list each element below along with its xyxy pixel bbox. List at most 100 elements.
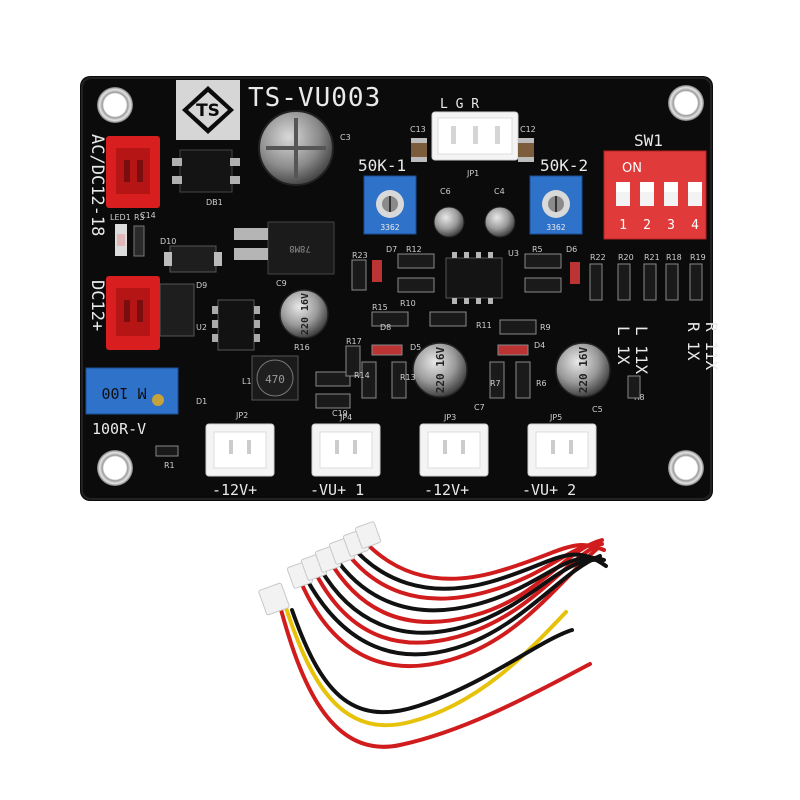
svg-text:JP1: JP1 xyxy=(466,169,479,178)
jp3-label: -12V+ xyxy=(424,481,469,499)
connector-jp5 xyxy=(527,423,597,477)
inductor-l1: 470 L1 xyxy=(242,355,299,401)
jp1-pin-labels: L G R xyxy=(440,97,479,112)
power-connector-top xyxy=(106,136,160,208)
svg-text:C9: C9 xyxy=(276,279,287,288)
mounting-hole xyxy=(668,85,704,121)
power-connector-bottom xyxy=(106,276,160,350)
pot-left-label: 50K-1 xyxy=(358,156,406,175)
svg-text:D1: D1 xyxy=(196,397,207,406)
dip-number-3: 3 xyxy=(667,218,675,233)
board-model: TS-VU003 xyxy=(248,83,381,113)
svg-text:R7: R7 xyxy=(490,379,501,388)
potentiometer-50k-2[interactable]: 3362 xyxy=(529,175,583,235)
switch-label: SW1 xyxy=(634,131,663,150)
ts-logo: TS xyxy=(176,80,240,140)
svg-text:R12: R12 xyxy=(406,245,422,254)
connector-jp4 xyxy=(311,423,381,477)
svg-text:D4: D4 xyxy=(534,341,545,350)
smd-caps-top: C13 C12 xyxy=(410,125,536,162)
svg-text:R19: R19 xyxy=(690,253,706,262)
harness-connectors xyxy=(258,521,382,616)
resistors-center xyxy=(315,253,562,409)
svg-text:JP2: JP2 xyxy=(235,411,248,420)
svg-text:LED1: LED1 xyxy=(110,213,131,222)
svg-text:C7: C7 xyxy=(474,403,485,412)
svg-text:C3: C3 xyxy=(340,133,351,142)
power-input-label: AC/DC12-18 xyxy=(87,134,107,236)
svg-text:C19: C19 xyxy=(332,409,348,418)
svg-text:R18: R18 xyxy=(666,253,682,262)
bridge-rectifier-db1: DB1 xyxy=(172,149,240,207)
svg-text:C4: C4 xyxy=(494,187,505,196)
svg-text:D8: D8 xyxy=(380,323,391,332)
svg-text:L1: L1 xyxy=(242,377,252,386)
pot-marking: 3362 xyxy=(546,223,565,232)
svg-text:C12: C12 xyxy=(520,125,536,134)
svg-text:R9: R9 xyxy=(540,323,551,332)
svg-text:D9: D9 xyxy=(196,281,207,290)
electrolytic-capacitor-c3: C3 xyxy=(258,110,351,186)
svg-text:DB1: DB1 xyxy=(206,198,223,207)
svg-text:D7: D7 xyxy=(386,245,397,254)
capacitor-c5: 220 16V C5 xyxy=(555,342,611,414)
trimmer-label: 100R-V xyxy=(92,420,146,438)
svg-text:D6: D6 xyxy=(566,245,577,254)
svg-text:R1: R1 xyxy=(164,461,175,470)
svg-text:C14: C14 xyxy=(140,211,156,220)
dip-number-4: 4 xyxy=(691,218,699,233)
svg-text:R3: R3 xyxy=(134,213,145,222)
capacitor-c9: 220 16V C9 R16 xyxy=(276,279,329,352)
svg-text:R17: R17 xyxy=(346,337,362,346)
pot-marking: 3362 xyxy=(380,223,399,232)
zener-diodes xyxy=(371,260,580,356)
svg-text:R11: R11 xyxy=(476,321,492,330)
svg-text:JP5: JP5 xyxy=(549,413,562,422)
svg-text:R13: R13 xyxy=(400,373,416,382)
dip-switch-sw1[interactable]: ON 1 2 3 4 xyxy=(603,150,707,240)
logo-text: TS xyxy=(196,101,220,121)
svg-text:R21: R21 xyxy=(644,253,660,262)
jp2-label: -12V+ xyxy=(212,481,257,499)
svg-text:R15: R15 xyxy=(372,303,388,312)
capacitors-c6-c4: C6 C4 xyxy=(433,187,516,238)
pot-right-label: 50K-2 xyxy=(540,156,588,175)
mounting-hole xyxy=(97,87,133,123)
svg-text:220 16V: 220 16V xyxy=(577,346,590,393)
svg-text:R5: R5 xyxy=(532,245,543,254)
mounting-holes xyxy=(97,85,704,486)
svg-text:C6: C6 xyxy=(440,187,451,196)
jp1-connector: L G R JP1 xyxy=(431,97,519,178)
resistors-right: R22 R20 R21 R18 R19 xyxy=(589,253,706,301)
svg-text:C5: C5 xyxy=(592,405,603,414)
svg-text:R20: R20 xyxy=(618,253,634,262)
svg-text:D10: D10 xyxy=(160,237,176,246)
gain-l11: L 11X xyxy=(632,326,651,375)
svg-text:R22: R22 xyxy=(590,253,606,262)
inductor-marking: 470 xyxy=(265,373,285,386)
potentiometer-50k-1[interactable]: 3362 xyxy=(363,175,417,235)
resistor-r1 xyxy=(155,445,179,457)
power-dc-label: DC12+ xyxy=(87,280,107,331)
gain-r11: R 11X xyxy=(702,322,721,371)
capacitor-c7: 220 16V C7 xyxy=(412,342,485,412)
svg-text:220 16V: 220 16V xyxy=(434,346,447,393)
mounting-hole xyxy=(668,450,704,486)
svg-text:R6: R6 xyxy=(536,379,547,388)
led1: LED1 R3 C14 xyxy=(110,211,156,257)
trimmer-100r[interactable]: M 100 xyxy=(85,367,179,415)
gain-r1: R 1X xyxy=(684,322,703,361)
jp5-label: -VU+ 2 xyxy=(522,481,576,499)
dip-on-label: ON xyxy=(622,161,642,176)
ic-u2 xyxy=(212,299,260,351)
connector-jp2 xyxy=(205,423,275,477)
svg-text:R23: R23 xyxy=(352,251,368,260)
voltage-regulator-u1: 78M8 xyxy=(234,221,335,275)
svg-text:U3: U3 xyxy=(508,249,519,258)
regulator-marking: 78M8 xyxy=(289,243,311,253)
svg-text:220 16V: 220 16V xyxy=(300,293,311,335)
svg-text:R16: R16 xyxy=(294,343,310,352)
diodes-left: D10 D9 U2 xyxy=(159,237,222,337)
